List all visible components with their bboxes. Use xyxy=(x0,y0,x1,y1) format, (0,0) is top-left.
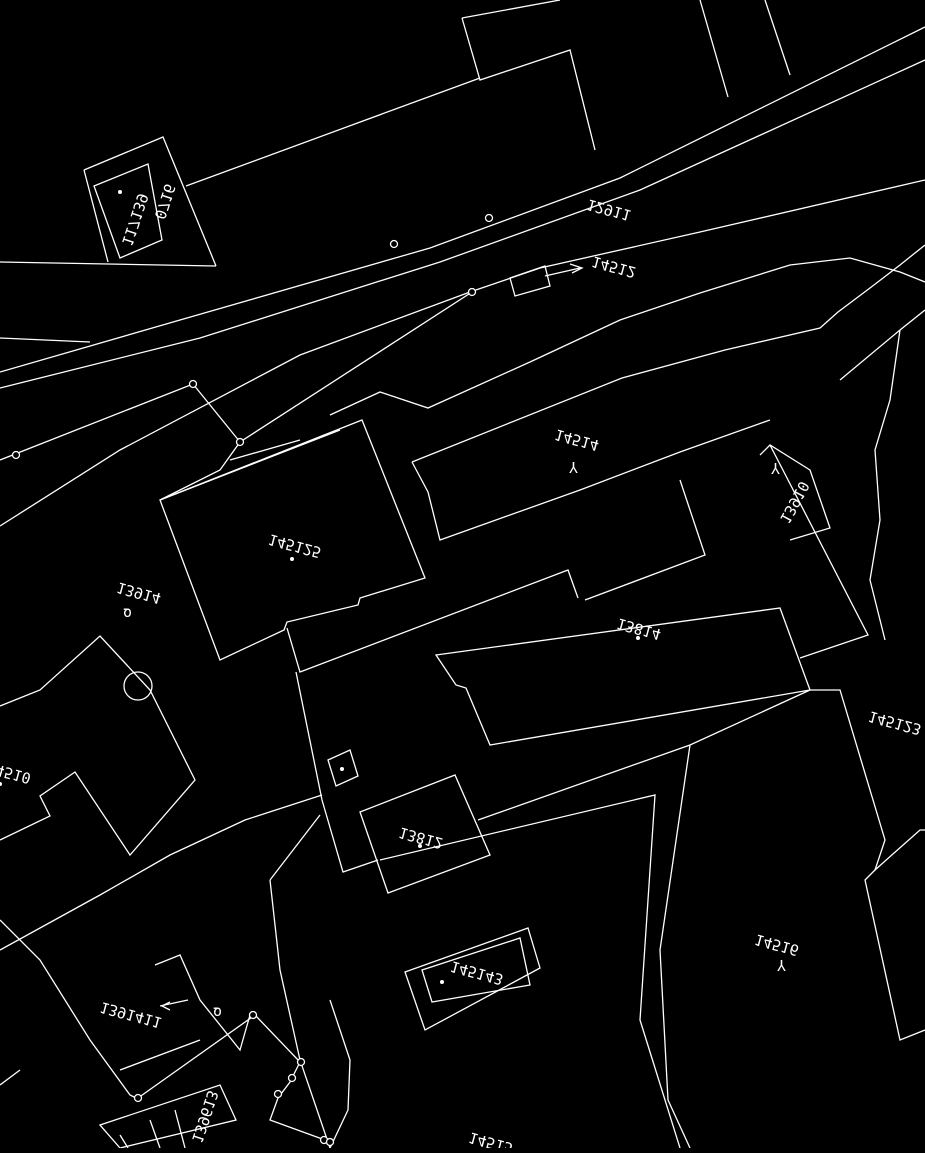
centroid-points xyxy=(0,190,640,984)
parcel-label-p13814: 13814 xyxy=(615,614,663,643)
parcel-label-p145125: 145125 xyxy=(266,530,323,561)
traverse-lines xyxy=(0,213,494,1147)
parcel-label-p13812: 13812 xyxy=(397,823,445,852)
sigma-symbol: σ xyxy=(213,1002,222,1020)
parcel-label-p13910: 13910 xyxy=(776,478,813,526)
parcel-label-p139613: 139613 xyxy=(188,1088,222,1145)
parcel-label-p145143: 145143 xyxy=(448,957,505,988)
parcel-label-p14515: 14515 xyxy=(467,1128,515,1148)
parcel-label-p14514: 14514 xyxy=(553,425,601,454)
y-marker-symbol: Y xyxy=(569,458,578,476)
sigma-symbol: σ xyxy=(123,603,132,621)
parcel-label-p14510: 14510 xyxy=(0,758,33,787)
parcel-label-p14512: 14512 xyxy=(590,252,638,281)
parcel-label-p117139: 117139 xyxy=(118,191,152,248)
parcel-label-p1391411: 1391411 xyxy=(98,998,164,1032)
small-buildings xyxy=(159,263,584,1031)
map-symbols: σ σ Y Y Y xyxy=(123,458,786,1020)
y-marker-symbol: Y xyxy=(777,956,786,974)
top-parcels xyxy=(0,0,791,343)
parcel-label-p14516: 14516 xyxy=(753,930,801,959)
road-lines xyxy=(0,26,925,527)
parcel-labels: 12911 14512 14514 14515 14516 145125 145123 145… xyxy=(0,182,923,1153)
central-parcels xyxy=(159,244,925,1149)
parcel-label-p12911: 12911 xyxy=(585,195,633,224)
parcel-label-p145123: 145123 xyxy=(866,707,923,738)
parcel-label-p13914: 13914 xyxy=(115,578,163,607)
y-marker-symbol: Y xyxy=(771,459,780,477)
lower-left-parcels xyxy=(0,635,351,1149)
